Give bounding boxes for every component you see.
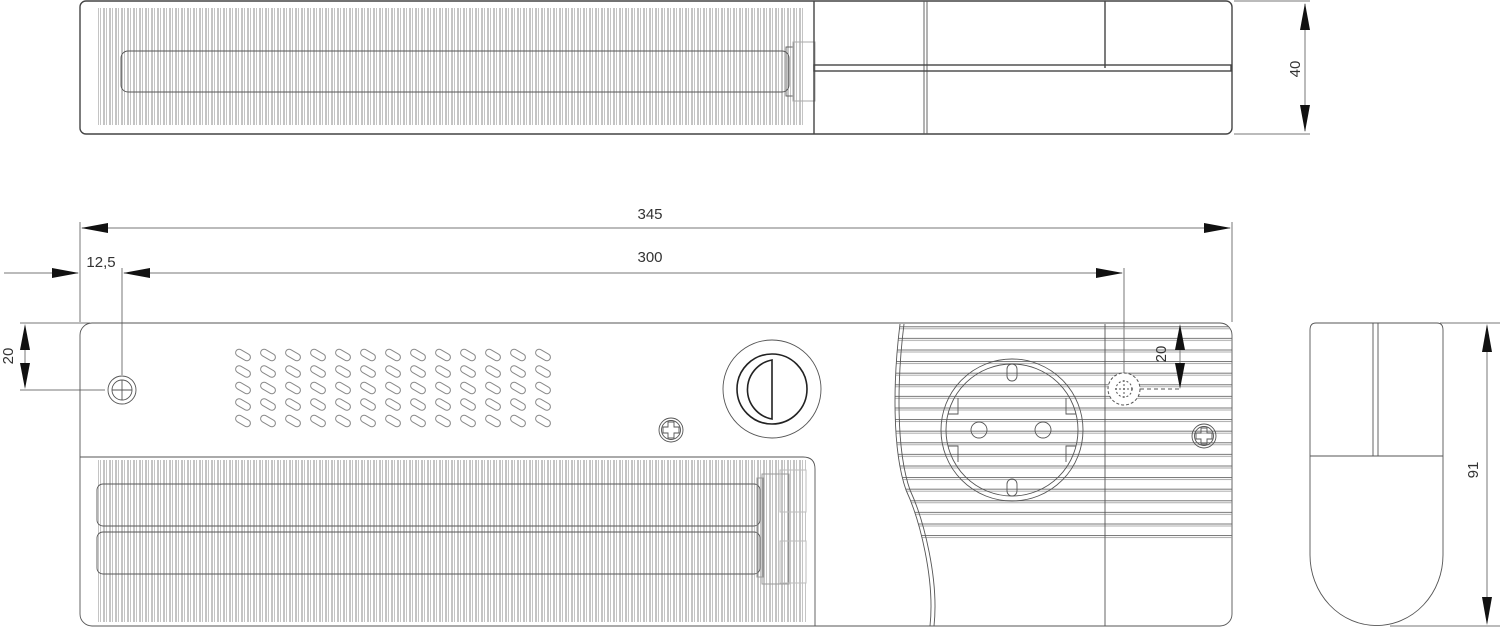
dimension-label-20-left: 20	[0, 348, 17, 365]
vent-slot	[310, 365, 326, 378]
pin-hole-left	[970, 421, 988, 439]
dimension-height-40: 40	[1234, 0, 1310, 135]
vent-slot	[485, 365, 501, 378]
vent-slot	[260, 398, 276, 411]
vent-slot	[260, 348, 276, 362]
ground-clip-bottom	[1006, 478, 1018, 497]
vent-slots	[235, 348, 551, 428]
vent-slot	[385, 398, 401, 411]
top-view: 40	[79, 0, 1310, 135]
dimension-spacing-300: 300	[121, 249, 1125, 382]
vent-slot	[460, 365, 476, 378]
vent-slot	[235, 398, 251, 411]
vent-slot	[360, 398, 376, 411]
dimension-label-300: 300	[637, 249, 662, 266]
vent-slot	[335, 381, 351, 395]
vent-slot	[410, 398, 426, 411]
vent-slot	[335, 348, 351, 362]
vent-slot	[485, 348, 501, 362]
vent-slot	[485, 398, 501, 411]
vent-slot	[510, 381, 526, 395]
vent-slot	[410, 365, 426, 378]
vent-slot	[460, 414, 476, 428]
screw-right-icon	[1191, 423, 1217, 449]
vent-slot	[460, 398, 476, 411]
vent-slot	[235, 381, 251, 395]
vent-slot	[410, 414, 426, 428]
vent-slot	[510, 398, 526, 411]
vent-slot	[410, 381, 426, 395]
vent-slot	[310, 398, 326, 411]
vent-slot	[385, 414, 401, 428]
dimension-offset-20-right: 20	[1153, 324, 1185, 389]
vent-slot	[385, 365, 401, 378]
schuko-socket[interactable]	[940, 358, 1084, 502]
dimension-offset-20-left: 20	[0, 322, 105, 391]
vent-slot	[535, 348, 551, 362]
vent-slot	[235, 365, 251, 378]
ground-clip-top	[1006, 363, 1018, 382]
vent-slot	[435, 348, 451, 362]
battery-compartment	[80, 456, 816, 626]
vent-slot	[510, 414, 526, 428]
front-view: 20	[79, 322, 1233, 627]
pin-hole-right	[1034, 421, 1052, 439]
side-view-outline	[1309, 322, 1444, 626]
dimension-overall-345: 345	[79, 206, 1233, 322]
vent-slot	[510, 348, 526, 362]
dimension-label-345: 345	[637, 206, 662, 223]
vent-slot	[360, 348, 376, 362]
vent-slot	[360, 414, 376, 428]
round-switch[interactable]	[722, 339, 822, 439]
socket-panel	[894, 323, 1232, 627]
vent-slot	[285, 365, 301, 378]
mounting-hole-left	[107, 375, 137, 405]
vent-slot	[335, 414, 351, 428]
vent-slot	[510, 365, 526, 378]
vent-slot	[485, 414, 501, 428]
vent-slot	[285, 348, 301, 362]
vent-slot	[360, 381, 376, 395]
vent-slot	[235, 348, 251, 362]
dimension-label-12-5: 12,5	[86, 254, 115, 271]
vent-slot	[485, 381, 501, 395]
vent-slot	[385, 381, 401, 395]
switch-half-moon-icon	[746, 359, 773, 420]
vent-slot	[260, 414, 276, 428]
vent-slot	[435, 398, 451, 411]
vent-slot	[260, 381, 276, 395]
vent-slot	[310, 348, 326, 362]
vent-slot	[435, 414, 451, 428]
vent-slot	[535, 381, 551, 395]
top-view-outline	[79, 0, 1233, 135]
side-view: 91	[1309, 322, 1500, 627]
vent-slot	[235, 414, 251, 428]
vent-slot	[435, 365, 451, 378]
vent-slot	[460, 348, 476, 362]
vent-slot	[385, 348, 401, 362]
vent-slot	[310, 414, 326, 428]
dimension-label-20-right: 20	[1153, 346, 1170, 363]
vent-slot	[285, 398, 301, 411]
vent-slot	[335, 398, 351, 411]
vent-slot	[285, 381, 301, 395]
vent-slot	[335, 365, 351, 378]
vent-slot	[285, 414, 301, 428]
vent-slot	[410, 348, 426, 362]
dimension-label-91: 91	[1465, 462, 1482, 479]
vent-slot	[260, 365, 276, 378]
dimension-offset-12-5: 12,5	[4, 254, 116, 278]
mounting-hole-right	[1107, 372, 1182, 406]
vent-slot	[435, 381, 451, 395]
vent-slot	[310, 381, 326, 395]
dimension-depth-91: 91	[1390, 322, 1500, 627]
vent-slot	[535, 398, 551, 411]
vent-slot	[460, 381, 476, 395]
top-view-fins	[98, 8, 804, 125]
vent-slot	[535, 414, 551, 428]
screw-left-icon	[658, 417, 684, 443]
vent-slot	[535, 365, 551, 378]
vent-slot	[360, 365, 376, 378]
dimension-label-40: 40	[1287, 61, 1304, 78]
